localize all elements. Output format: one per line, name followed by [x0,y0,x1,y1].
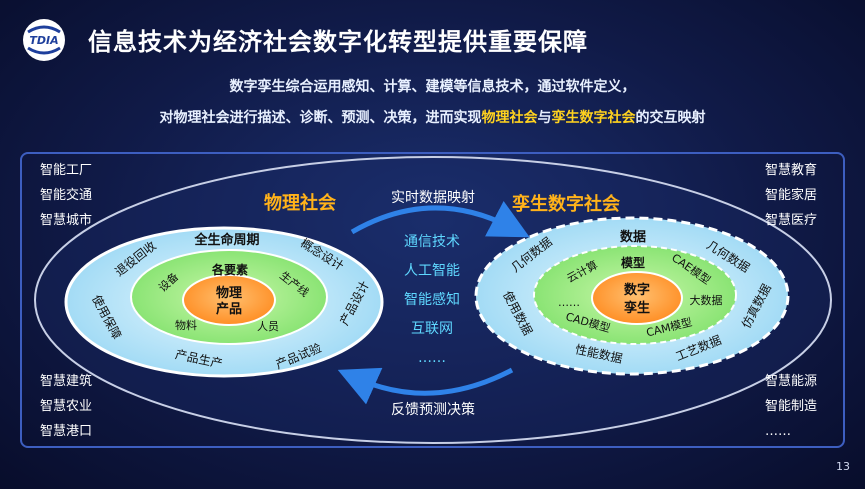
digital-core-label: 孪生 [624,300,650,316]
digital-middle-title: 模型 [621,255,645,270]
corner-item: 智慧能源 [765,374,818,389]
subtitle-highlight-physical: 物理社会 [481,110,538,126]
digital-middle-label: …… [558,296,580,309]
physical-core-label: 产品 [216,301,242,317]
physical-middle-label: 物料 [175,318,197,332]
corner-item: 智能交通 [40,188,93,203]
corner-list-top-right: 智慧教育 智能家居 智慧医疗 [765,158,817,233]
corner-item: 智慧农业 [40,399,93,414]
corner-item: 智慧建筑 [40,374,93,389]
tech-item: 互联网 [411,321,453,337]
tech-item: …… [418,350,446,366]
digital-title: 孪生数字社会 [512,193,620,215]
subtitle-line-1: 数字孪生综合运用感知、计算、建模等信息技术，通过软件定义， [229,79,636,95]
tech-item: 通信技术 [404,234,460,250]
page-number: 13 [836,460,850,473]
tdia-logo: TDIA [22,18,66,62]
feedback-decision-label: 反馈预测决策 [391,401,475,418]
corner-item: 智能制造 [765,399,818,414]
subtitle-highlight-digital: 孪生数字社会 [551,110,636,126]
subtitle-line-2: 对物理社会进行描述、诊断、预测、决策，进而实现物理社会与孪生数字社会的交互映射 [0,107,865,127]
corner-item: 智能家居 [765,188,818,203]
physical-core-label: 物理 [216,285,242,301]
physical-middle-label: 人员 [257,320,279,333]
corner-item: 智慧港口 [40,424,93,439]
physical-ring-title: 全生命周期 [193,232,259,248]
physical-title: 物理社会 [264,192,336,214]
digital-middle-label: 大数据 [690,293,723,307]
logo-text: TDIA [29,34,58,47]
realtime-mapping-label: 实时数据映射 [391,190,475,206]
realtime-mapping-arrow [350,200,530,238]
corner-item: 智慧教育 [765,163,818,178]
tech-item: 智能感知 [404,291,460,308]
page-title: 信息技术为经济社会数字化转型提供重要保障 [88,28,588,56]
subtitle-text: 与 [537,110,552,126]
corner-item: 智能工厂 [40,163,93,178]
physical-core [182,274,276,326]
physical-middle-title: 各要素 [211,262,248,277]
digital-core-label: 数字 [624,282,650,298]
digital-ring-title: 数据 [620,229,646,245]
subtitle-text: 的交互映射 [635,110,706,126]
feedback-decision-arrow [337,367,514,405]
corner-list-bottom-right: 智慧能源 智能制造 …… [765,369,817,444]
corner-item: 智慧城市 [40,213,93,228]
corner-item: …… [765,424,791,439]
subtitle-text: 对物理社会进行描述、诊断、预测、决策，进而实现 [159,110,482,126]
corner-list-top-left: 智能工厂 智能交通 智慧城市 [40,158,92,233]
corner-item: 智慧医疗 [765,213,818,228]
digital-core [591,271,683,325]
corner-list-bottom-left: 智慧建筑 智慧农业 智慧港口 [40,369,92,444]
tech-item: 人工智能 [404,263,460,279]
diagram-frame [20,152,845,448]
